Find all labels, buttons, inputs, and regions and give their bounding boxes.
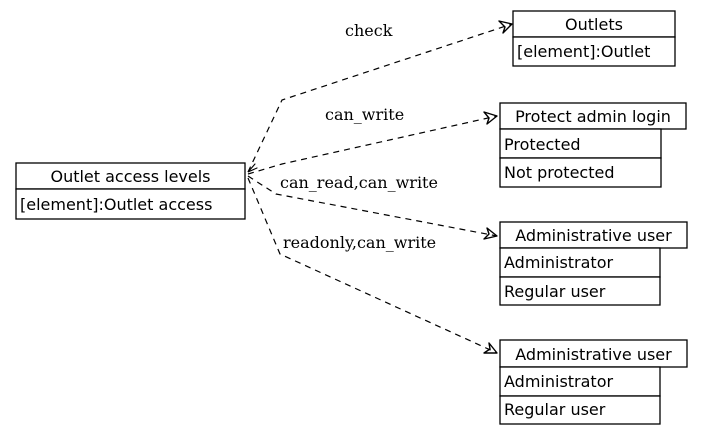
edge-check-line	[247, 23, 513, 173]
source-node-header-box	[15, 162, 246, 190]
target-node-administrative-user-2-title: Administrative user	[515, 345, 672, 364]
edge-can-write-arrowhead-icon	[483, 111, 498, 125]
target-node-administrative-user-2-row-2: Regular user	[504, 400, 606, 419]
target-node-outlets-row-box	[512, 36, 676, 67]
edge-can-read-can-write: can_read,can_write	[247, 173, 498, 240]
edge-can-read-can-write-arrowhead-icon	[483, 227, 498, 240]
target-node-protect-admin-login-row-2-box	[499, 157, 662, 188]
target-node-administrative-user-2-row-1: Administrator	[504, 372, 613, 391]
source-node-row-box	[15, 188, 246, 220]
edge-can-read-can-write-line	[247, 175, 498, 237]
edge-can-write-label: can_write	[325, 105, 404, 124]
target-node-administrative-user-1-row-1: Administrator	[504, 253, 613, 272]
edge-readonly-can-write-line	[247, 177, 498, 354]
source-node: Outlet access levels [element]:Outlet ac…	[15, 162, 246, 220]
edge-can-read-can-write-label: can_read,can_write	[280, 173, 438, 192]
target-node-outlets-row: [element]:Outlet	[517, 42, 650, 61]
target-node-administrative-user-1-row-2-box	[499, 276, 661, 306]
edge-check-tail-icon	[247, 163, 258, 173]
target-node-outlets: Outlets [element]:Outlet	[512, 10, 676, 67]
edge-check: check	[247, 20, 513, 173]
edge-readonly-can-write: readonly,can_write	[247, 177, 498, 354]
edge-check-arrowhead-icon	[498, 20, 513, 34]
source-node-title: Outlet access levels	[50, 167, 210, 186]
target-node-protect-admin-login-row-1: Protected	[504, 135, 581, 154]
edge-can-write: can_write	[247, 105, 498, 175]
target-node-protect-admin-login-row-2: Not protected	[504, 163, 614, 182]
edge-check-label: check	[345, 21, 393, 40]
target-node-outlets-title: Outlets	[565, 15, 623, 34]
target-node-protect-admin-login-title: Protect admin login	[515, 107, 671, 126]
source-node-row: [element]:Outlet access	[20, 195, 212, 214]
target-node-administrative-user-1-row-2: Regular user	[504, 282, 606, 301]
edge-readonly-can-write-arrowhead-icon	[483, 342, 498, 354]
target-node-administrative-user-1-row-1-box	[499, 247, 661, 278]
target-node-administrative-user-2-row-1-box	[499, 366, 661, 397]
target-node-administrative-user-1-header-box	[499, 221, 688, 249]
target-node-administrative-user-1: Administrative user Administrator Regula…	[499, 221, 688, 306]
edge-readonly-can-write-label: readonly,can_write	[283, 233, 436, 252]
target-node-administrative-user-1-title: Administrative user	[515, 226, 672, 245]
target-node-protect-admin-login: Protect admin login Protected Not protec…	[499, 102, 687, 188]
target-node-administrative-user-2: Administrative user Administrator Regula…	[499, 339, 688, 425]
edge-can-write-line	[247, 115, 498, 175]
target-node-administrative-user-2-row-2-box	[499, 395, 661, 425]
